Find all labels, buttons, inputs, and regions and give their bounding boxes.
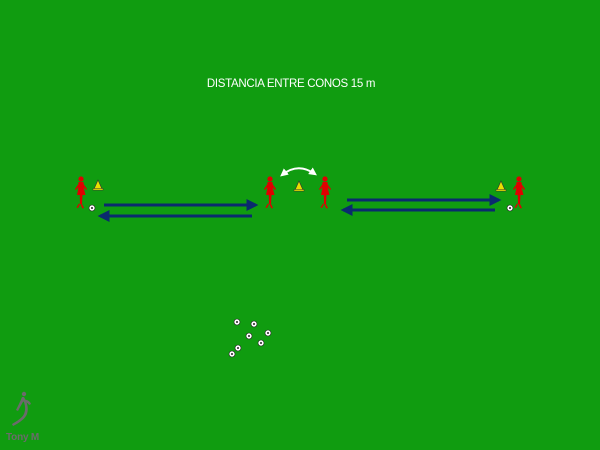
cone-center bbox=[293, 180, 305, 192]
reserve-ball bbox=[250, 320, 258, 328]
ball-pile bbox=[228, 318, 272, 358]
player-left bbox=[75, 176, 87, 209]
reserve-ball bbox=[245, 332, 253, 340]
ball-right bbox=[506, 204, 514, 212]
player-center-right bbox=[319, 176, 331, 209]
player-right bbox=[513, 176, 525, 209]
reserve-ball bbox=[234, 344, 242, 352]
distance-title: DISTANCIA ENTRE CONOS 15 m bbox=[206, 78, 376, 90]
ball-left bbox=[88, 204, 96, 212]
logo-text: Tony M bbox=[6, 432, 40, 443]
reserve-ball bbox=[228, 350, 236, 358]
reserve-ball bbox=[257, 339, 265, 347]
cone-left bbox=[92, 179, 104, 191]
player-center-left bbox=[264, 176, 276, 209]
reserve-ball bbox=[264, 329, 272, 337]
reserve-ball bbox=[233, 318, 241, 326]
cone-right bbox=[495, 180, 507, 192]
rotation-arrow bbox=[280, 167, 317, 177]
player-silhouette-logo-icon bbox=[12, 391, 31, 426]
